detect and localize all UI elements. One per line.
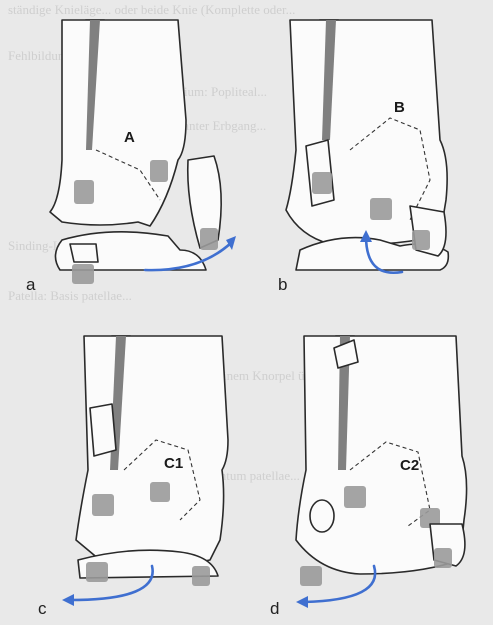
panel-letter-c: c [38,599,47,618]
ligament [434,548,452,568]
ligament [74,180,94,204]
panel-letter-b: b [278,275,287,294]
arrow-head [62,594,74,606]
arrow-head [296,596,308,608]
panel-b: B b [278,20,448,294]
tibia-shaft [50,20,186,226]
ligament [86,562,108,582]
ligament [192,566,210,586]
ligament [412,230,430,250]
fibula-tip [70,244,98,262]
ligament [92,494,114,516]
ligament [370,198,392,220]
ligament [344,486,366,508]
ligament [300,566,322,586]
fragment-label-c: C1 [164,455,183,472]
bone-fragment-comminuted [310,500,334,532]
panel-letter-a: a [26,275,36,294]
panel-letter-d: d [270,599,279,618]
ligament [312,172,332,194]
arrow-head [226,236,236,250]
fragment-label-b: B [394,99,405,116]
ligament [200,228,218,250]
fibula-fragment [90,404,116,456]
ligament [150,482,170,502]
ligament [72,264,94,284]
panel-c: C1 c [38,336,228,618]
fragment-label-d: C2 [400,457,419,474]
fragment-label-a: A [124,129,135,146]
svg-text:ständige Knieläge... oder beid: ständige Knieläge... oder beide Knie (Ko… [8,2,295,17]
ligament [150,160,168,182]
